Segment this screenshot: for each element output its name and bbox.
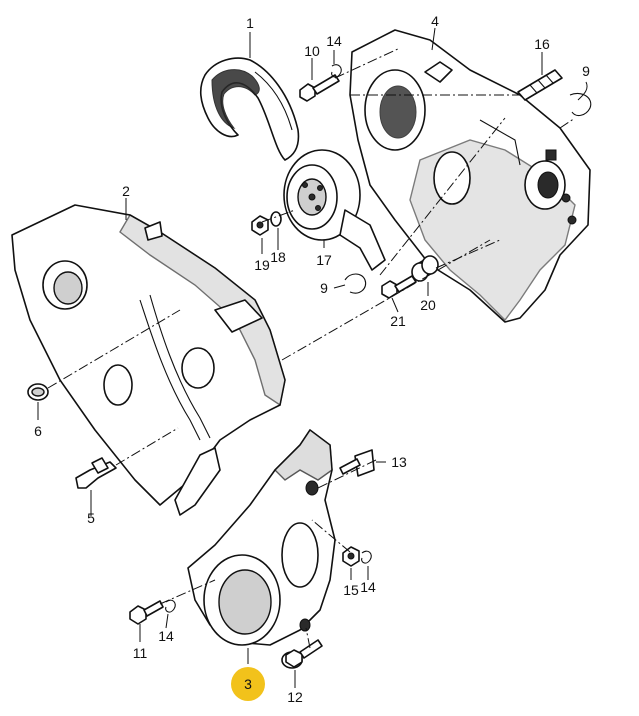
- part-15-nut[interactable]: [342, 546, 360, 567]
- callout-labels: 1 2 3 4 5 6 9 9 10 11 12 13 14 14 14 15 …: [34, 13, 590, 705]
- part-2-upper-cover[interactable]: [11, 204, 286, 506]
- callout-11[interactable]: 11: [133, 645, 148, 661]
- part-18-washer[interactable]: [270, 211, 282, 227]
- callout-4[interactable]: 4: [431, 13, 439, 29]
- callout-13[interactable]: 13: [391, 454, 407, 470]
- circlip-14-right[interactable]: [361, 550, 372, 564]
- callout-14-upper[interactable]: 14: [326, 33, 342, 49]
- callout-1[interactable]: 1: [246, 15, 254, 31]
- circlip-14-left[interactable]: [165, 599, 176, 613]
- callout-15[interactable]: 15: [343, 582, 359, 598]
- callout-10[interactable]: 10: [304, 43, 320, 59]
- part-11-bolt[interactable]: [129, 600, 164, 625]
- part-6-plug[interactable]: [27, 383, 49, 401]
- part-1-timing-belt[interactable]: [199, 57, 300, 161]
- part-19-nut[interactable]: [251, 215, 269, 236]
- callout-2[interactable]: 2: [122, 183, 130, 199]
- callout-18[interactable]: 18: [270, 249, 286, 265]
- callout-3[interactable]: 3: [244, 676, 252, 692]
- part-5-clip[interactable]: [75, 457, 117, 489]
- circlip-9-lower[interactable]: [344, 273, 367, 294]
- circlip-9-upper[interactable]: [569, 92, 592, 117]
- callout-3-highlight: [231, 667, 265, 701]
- callout-9-upper[interactable]: 9: [582, 63, 590, 79]
- callout-20[interactable]: 20: [420, 297, 436, 313]
- callout-6[interactable]: 6: [34, 423, 42, 439]
- callout-14-right[interactable]: 14: [360, 579, 376, 595]
- part-10-bolt[interactable]: [299, 74, 340, 102]
- assembly-lines: [47, 47, 576, 649]
- callout-5[interactable]: 5: [87, 510, 95, 526]
- circlip-14-upper[interactable]: [331, 64, 342, 78]
- part-16-stud[interactable]: [517, 69, 563, 101]
- part-21-bolt[interactable]: [381, 275, 417, 299]
- callout-14-left[interactable]: 14: [158, 628, 174, 644]
- callout-12[interactable]: 12: [287, 689, 303, 705]
- part-12-bolt[interactable]: [281, 639, 323, 669]
- callout-16[interactable]: 16: [534, 36, 550, 52]
- callout-21[interactable]: 21: [390, 313, 406, 329]
- callout-19[interactable]: 19: [254, 257, 270, 273]
- callout-17[interactable]: 17: [316, 252, 332, 268]
- part-3-lower-cover[interactable]: [174, 428, 336, 646]
- part-17-tensioner-pulley[interactable]: [283, 149, 386, 271]
- leader-lines: [37, 27, 588, 688]
- part-20-spacer[interactable]: [411, 255, 439, 282]
- callout-9-lower[interactable]: 9: [320, 280, 328, 296]
